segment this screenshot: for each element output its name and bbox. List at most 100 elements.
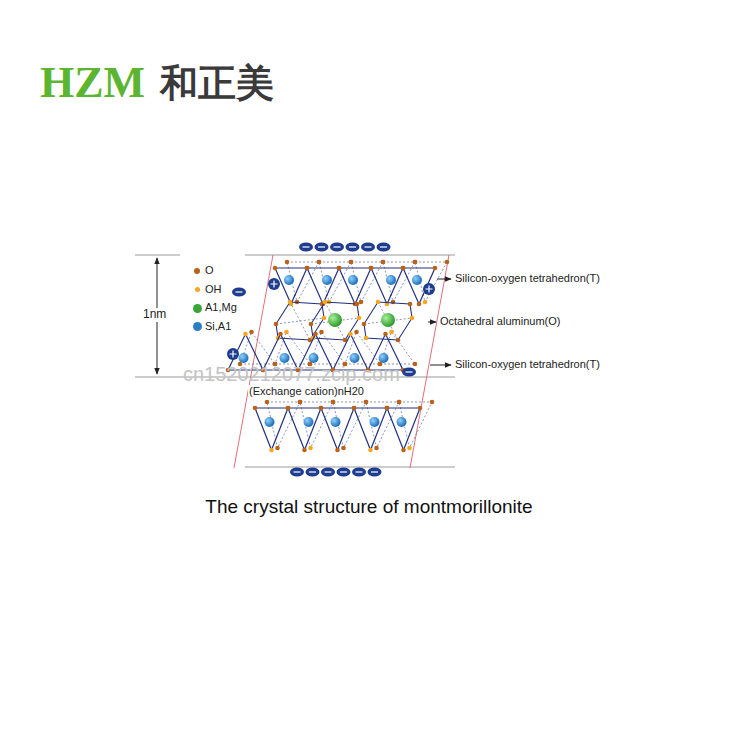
si-atom	[331, 417, 341, 427]
positive-charge	[227, 348, 239, 360]
oxygen-atom	[337, 266, 342, 271]
logo-text: HZM	[40, 58, 145, 109]
oxygen-atom	[286, 406, 291, 411]
si-atom	[370, 417, 380, 427]
label: 1nm	[142, 308, 167, 322]
tetrahedron	[387, 408, 420, 450]
oxygen-atom	[413, 362, 418, 367]
plus-sign	[426, 286, 433, 293]
oxygen-atom	[275, 446, 280, 451]
minus-sign	[380, 246, 387, 247]
si-atom	[304, 417, 314, 427]
negative-charge	[368, 468, 382, 477]
oxygen-atom	[274, 322, 279, 327]
oxygen-atom	[401, 448, 406, 453]
oxygen-atom	[397, 400, 402, 405]
plus-sign	[271, 281, 278, 288]
oxygen-atom	[265, 400, 270, 405]
si-atom	[348, 275, 358, 285]
negative-charge	[361, 243, 375, 252]
label: (Exchange cation)nH20	[248, 385, 365, 398]
oxygen-atom	[298, 400, 303, 405]
oxygen-atom	[391, 300, 396, 305]
tetrahedron	[255, 408, 288, 450]
layer-lines	[135, 255, 455, 467]
minus-sign	[356, 471, 363, 472]
negative-charge	[402, 368, 416, 377]
oxygen-atom	[397, 400, 402, 405]
oxygen-atom	[396, 338, 401, 343]
minus-sign	[309, 471, 316, 472]
si-atom	[350, 353, 360, 363]
oxygen-atom	[317, 260, 322, 265]
oxygen-atom	[249, 330, 254, 335]
oxygen-atom	[305, 266, 310, 271]
oxygen-atom	[408, 302, 413, 307]
minus-sign	[365, 246, 372, 247]
negative-charge	[330, 243, 344, 252]
oxygen-atom	[298, 400, 303, 405]
octahedron	[364, 302, 412, 340]
si-atom	[284, 275, 294, 285]
oxygen-atom	[357, 316, 362, 321]
legend-swatch	[193, 304, 202, 313]
oxygen-atom	[319, 330, 324, 335]
oxygen-atom	[369, 266, 374, 271]
oxygen-atom	[253, 406, 258, 411]
octahedron	[311, 302, 359, 340]
si-atom	[397, 417, 407, 427]
oxygen-atom	[355, 302, 360, 307]
legend-swatch	[193, 322, 202, 331]
negative-charge	[232, 288, 246, 297]
negative-charge	[290, 468, 304, 477]
oxygen-atom	[335, 448, 340, 453]
label: Silicon-oxygen tetrahedron(T)	[455, 358, 600, 371]
si-atom	[412, 275, 422, 285]
oxygen-atom	[430, 400, 435, 405]
minus-sign	[334, 246, 341, 247]
oxygen-atom	[407, 446, 412, 451]
oxygen-atom	[308, 446, 313, 451]
si-atom	[386, 275, 396, 285]
minus-sign	[325, 471, 332, 472]
positive-charge	[423, 283, 435, 295]
oxygen-atom	[305, 266, 310, 271]
oxygen-atom	[269, 448, 274, 453]
oxygen-atom	[352, 406, 357, 411]
si-atom	[309, 353, 319, 363]
oxygen-atom	[341, 446, 346, 451]
negative-charge	[377, 243, 391, 252]
oxygen-atom	[362, 322, 367, 327]
al-atom	[381, 313, 395, 327]
octahedron-edge	[378, 302, 398, 340]
negative-charge	[337, 468, 351, 477]
si-atom	[322, 275, 332, 285]
crystal-sheets	[226, 260, 450, 453]
label: Silicon-oxygen tetrahedron(T)	[455, 272, 600, 285]
oxygen-atom	[278, 332, 283, 337]
oxygen-atom	[302, 448, 307, 453]
oxygen-atom	[376, 300, 381, 305]
charge-symbols	[227, 243, 435, 477]
si-atom	[280, 353, 290, 363]
oxygen-atom	[286, 406, 291, 411]
oxygen-atom	[331, 400, 336, 405]
negative-charge	[321, 468, 335, 477]
minus-sign	[406, 371, 413, 372]
oxygen-atom	[285, 260, 290, 265]
tetrahedron	[354, 408, 387, 450]
tetrahedron	[288, 408, 321, 450]
oxygen-atom	[368, 448, 373, 453]
oxygen-atom	[385, 406, 390, 411]
oxygen-atom	[423, 300, 428, 305]
tetrahedral-sheet	[273, 260, 450, 307]
oxygen-atom	[337, 266, 342, 271]
minus-sign	[340, 471, 347, 472]
oxygen-atom	[243, 332, 248, 337]
oxygen-atom	[401, 266, 406, 271]
octahedron	[276, 302, 324, 340]
oxygen-atom	[319, 406, 324, 411]
si-atom	[379, 353, 389, 363]
oxygen-atom	[354, 330, 359, 335]
